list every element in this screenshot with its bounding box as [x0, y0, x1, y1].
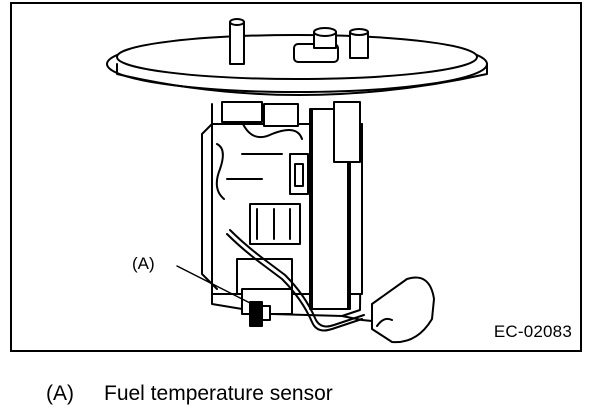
callout-label-a: (A): [132, 254, 155, 273]
flange-outlet-pipes: [229, 18, 369, 65]
figure-frame: (A) EC-02083: [10, 2, 582, 352]
figure-code: EC-02083: [493, 322, 572, 341]
legend-item: (A) Fuel temperature sensor: [46, 382, 333, 406]
legend-label: Fuel temperature sensor: [104, 382, 333, 405]
fuel-pump-assembly-illustration: [106, 18, 488, 344]
level-sender-float: [341, 276, 435, 344]
pump-body: [201, 101, 363, 317]
legend-key: (A): [46, 382, 74, 405]
fuel-temperature-sensor: [249, 301, 271, 327]
sensor-wiring: [226, 229, 365, 332]
callout-leader-line: [176, 265, 253, 305]
